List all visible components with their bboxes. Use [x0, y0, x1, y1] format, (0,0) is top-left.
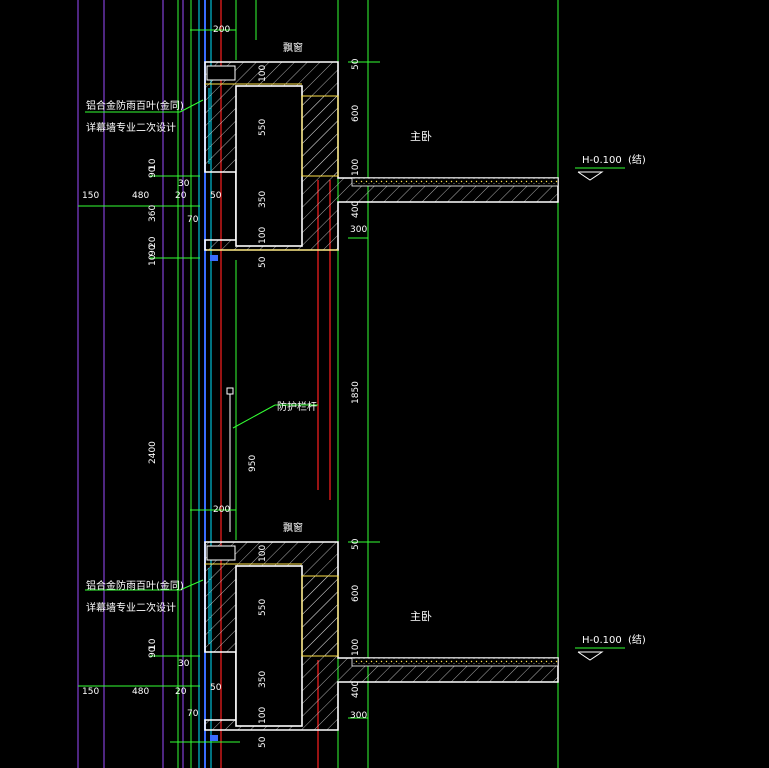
dim-50-lower-h: 50: [210, 683, 222, 693]
dim-20-upper-h: 20: [175, 191, 187, 201]
louver-note-lower: 详幕墙专业二次设计: [86, 601, 176, 614]
dim-70-lower: 70: [187, 709, 199, 719]
dim-950: 950: [248, 455, 258, 472]
dim-600-lower: 600: [351, 585, 361, 602]
dim-20-upper-b: 20: [148, 236, 158, 248]
dim-600-upper: 600: [351, 105, 361, 122]
level-value-upper: H-0.100: [582, 155, 622, 166]
leader-lines: [85, 99, 204, 591]
railing-label: 防护栏杆: [277, 400, 317, 413]
dim-50-upper-h: 50: [210, 191, 222, 201]
dim-480-lower: 480: [132, 687, 149, 697]
bay-window-section-upper: [204, 61, 559, 261]
level-marker-upper: [575, 167, 625, 181]
dim-90-upper: 90: [148, 166, 158, 178]
dim-50-upper-b: 50: [258, 256, 268, 268]
dim-50-upper-r: 50: [351, 58, 361, 70]
dim-550-upper: 550: [258, 119, 268, 136]
level-marker-lower: [575, 647, 625, 661]
dim-400-upper: 400: [351, 201, 361, 218]
dim-10-upper-b: 10: [148, 254, 158, 266]
dim-350-upper: 350: [258, 191, 268, 208]
dim-90-lower: 90: [148, 646, 158, 658]
dim-200-upper: 200: [213, 25, 230, 35]
dim-150-lower: 150: [82, 687, 99, 697]
dim-150-upper: 150: [82, 191, 99, 201]
dim-200-lower: 200: [213, 505, 230, 515]
louver-note-upper: 详幕墙专业二次设计: [86, 121, 176, 134]
dim-10-upper: 10: [148, 158, 158, 170]
dim-100-upper-r: 100: [351, 159, 361, 176]
dim-300-upper: 300: [350, 225, 367, 235]
dim-70-upper: 70: [187, 215, 199, 225]
dim-10-lower: 10: [148, 638, 158, 650]
window-label-lower: 飘窗: [283, 521, 303, 534]
dim-1850: 1850: [351, 381, 361, 404]
dim-400-lower: 400: [351, 681, 361, 698]
dim-350-lower: 350: [258, 671, 268, 688]
guard-railing: [226, 387, 318, 532]
dim-100-lower-r: 100: [351, 639, 361, 656]
dim-100-lower-b: 100: [258, 707, 268, 724]
louver-label-lower: 铝合金防雨百叶(金同): [86, 579, 184, 592]
bay-window-section-lower: [204, 541, 559, 741]
dim-30-lower: 30: [178, 659, 190, 669]
level-note-upper: (结): [628, 153, 646, 166]
dim-20-lower-h: 20: [175, 687, 187, 697]
louver-label-upper: 铝合金防雨百叶(金同): [86, 99, 184, 112]
dim-550-lower: 550: [258, 599, 268, 616]
dim-2400: 2400: [148, 441, 158, 464]
dim-480-upper: 480: [132, 191, 149, 201]
dim-100-upper-b: 100: [258, 227, 268, 244]
dimension-lines: [78, 29, 380, 743]
window-label-upper: 飘窗: [283, 41, 303, 54]
level-value-lower: H-0.100: [582, 635, 622, 646]
level-note-lower: (结): [628, 633, 646, 646]
dim-50-lower-b: 50: [258, 736, 268, 748]
dim-100-upper: 100: [258, 65, 268, 82]
dim-30-upper: 30: [178, 179, 190, 189]
dim-300-lower: 300: [350, 711, 367, 721]
dim-50-lower-r: 50: [351, 538, 361, 550]
room-label-lower: 主卧: [410, 610, 432, 623]
dim-100-lower: 100: [258, 545, 268, 562]
dim-360-upper: 360: [148, 205, 158, 222]
dim-90-upper-b: 90: [148, 244, 158, 256]
room-label-upper: 主卧: [410, 130, 432, 143]
